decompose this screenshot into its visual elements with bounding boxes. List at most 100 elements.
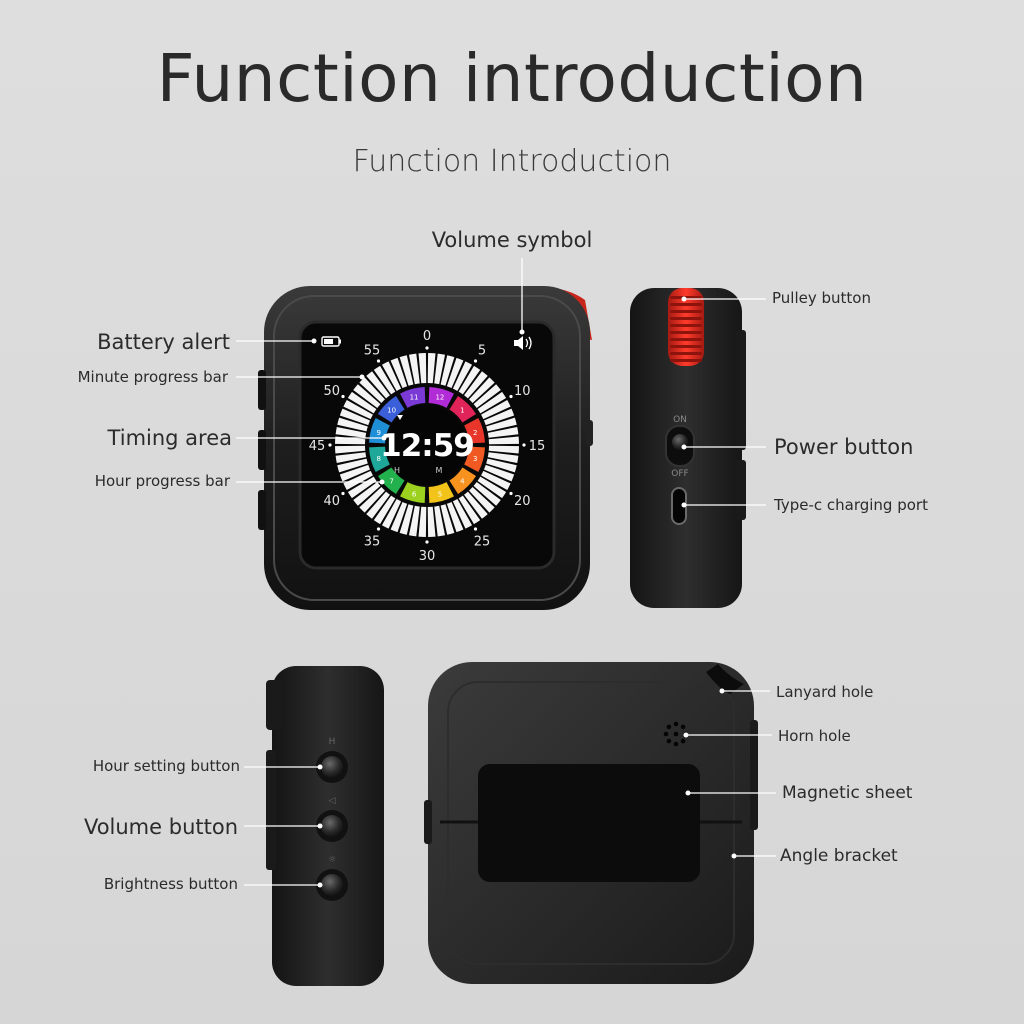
minute-segment <box>347 391 377 414</box>
minute-segment <box>337 417 368 432</box>
label-timing-area: Timing area <box>107 426 232 450</box>
minute-segment <box>486 458 517 473</box>
minute-tick-dot <box>473 359 478 363</box>
minute-tick-label: 0 <box>423 329 431 344</box>
unit-minutes: M <box>436 466 443 475</box>
magnetic-sheet <box>478 764 700 882</box>
hour-segment <box>464 418 485 444</box>
label-typec-port: Type-c charging port <box>774 496 928 514</box>
minute-segment <box>434 505 446 537</box>
minute-tick-dot <box>425 346 429 350</box>
hour-segment <box>449 395 477 423</box>
label-horn-hole: Horn hole <box>778 727 851 745</box>
minute-segment <box>408 353 420 385</box>
hour-segment <box>449 467 477 495</box>
minute-segment <box>488 445 519 454</box>
label-lanyard-hole: Lanyard hole <box>776 683 874 701</box>
pulley-ridge <box>670 317 702 320</box>
unit-hours: H <box>394 466 400 475</box>
leader-dots <box>311 296 737 888</box>
minute-segment <box>366 371 390 399</box>
minute-segment <box>335 445 366 454</box>
horn-hole-dot <box>673 741 679 747</box>
minute-tick-label: 25 <box>474 534 491 549</box>
hour-segment <box>464 446 485 472</box>
label-battery-alert: Battery alert <box>97 330 230 354</box>
minute-tick-label: 40 <box>323 494 340 509</box>
svg-text:H: H <box>329 737 336 747</box>
minute-segment <box>458 365 481 395</box>
minute-segment <box>418 353 427 384</box>
minute-segment <box>446 501 464 533</box>
volume-small-icon: ◁ <box>329 796 336 806</box>
label-pulley-button: Pulley button <box>772 289 871 307</box>
horn-hole-dot <box>673 721 679 727</box>
horn-hole-dot <box>680 738 686 744</box>
minute-segment <box>373 495 396 525</box>
minute-tick-dot <box>341 394 345 399</box>
hour-setting-button[interactable] <box>316 751 348 783</box>
minute-segment <box>469 377 495 403</box>
minute-tick-dot <box>341 491 345 496</box>
minute-tick-dot <box>522 443 526 447</box>
minute-tick-label: 10 <box>514 384 531 399</box>
hour-number: 6 <box>412 490 417 498</box>
minute-segment <box>473 482 501 506</box>
minute-tick-label: 30 <box>419 549 436 564</box>
hour-segment <box>428 482 454 503</box>
label-brightness-button: Brightness button <box>103 875 238 893</box>
pulley-button[interactable] <box>668 288 704 366</box>
label-minute-progress-bar: Minute progress bar <box>77 368 228 386</box>
minute-segment <box>440 355 455 386</box>
minute-segment <box>339 408 371 426</box>
speaker-icon <box>514 336 532 350</box>
minute-segment <box>464 371 488 399</box>
switch-on-label: ON <box>673 415 687 425</box>
brightness-button[interactable] <box>316 869 348 901</box>
horn-hole-dot <box>666 724 672 730</box>
minute-segment <box>353 384 381 408</box>
volume-button[interactable] <box>316 810 348 842</box>
minute-segment <box>427 353 436 384</box>
hour-segment <box>400 387 426 408</box>
hour-segment <box>428 387 454 408</box>
minute-segment <box>488 436 519 445</box>
minute-tick-dot <box>509 491 513 496</box>
hour-number: 7 <box>389 477 393 485</box>
pulley-ridge <box>670 310 702 313</box>
minute-tick-label: 55 <box>364 344 381 359</box>
minute-segment <box>464 491 488 519</box>
minute-segment <box>477 391 507 414</box>
minute-segment <box>359 487 385 513</box>
hour-number: 4 <box>460 477 465 485</box>
minute-segment <box>343 470 373 491</box>
minute-segment <box>390 501 408 533</box>
switch-off-label: OFF <box>671 469 688 479</box>
power-switch[interactable] <box>665 425 695 467</box>
minute-segment <box>477 476 507 499</box>
label-hour-setting-button: Hour setting button <box>92 757 240 775</box>
minute-tick-dot <box>328 443 332 447</box>
page-title: Function introduction <box>156 40 868 117</box>
minute-segment <box>487 452 519 464</box>
label-angle-bracket: Angle bracket <box>780 846 898 866</box>
label-volume-symbol: Volume symbol <box>431 228 593 252</box>
minute-tick-label: 35 <box>364 534 381 549</box>
minute-segment <box>483 464 515 482</box>
minute-segment <box>390 357 408 389</box>
hour-segment <box>400 482 426 503</box>
battery-icon <box>321 336 341 347</box>
back-view <box>424 662 758 984</box>
minute-segment <box>408 505 420 537</box>
label-hour-progress-bar: Hour progress bar <box>94 472 230 490</box>
minute-segment <box>353 482 381 506</box>
minute-segment <box>481 470 511 491</box>
minute-tick-dot <box>473 527 478 531</box>
hour-segment <box>377 467 405 495</box>
minute-segment <box>446 357 464 389</box>
minute-segment <box>381 361 402 391</box>
hour-number: 5 <box>438 490 442 498</box>
horn-hole <box>663 721 689 747</box>
minute-segment <box>335 426 367 438</box>
